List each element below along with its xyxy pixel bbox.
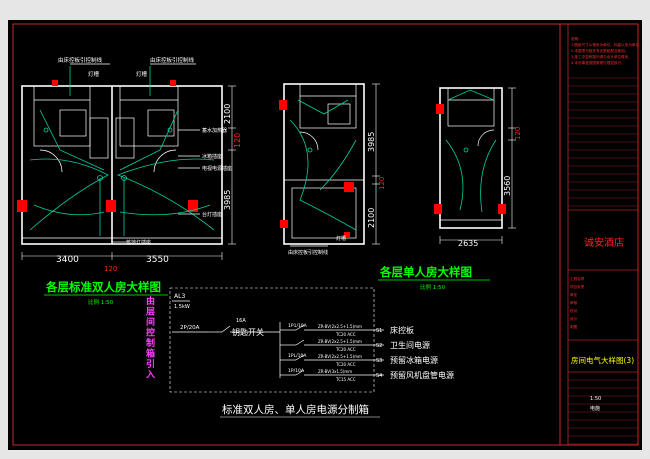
label-floor-socket: 落地灯插座 bbox=[126, 239, 151, 246]
circuit-id: S1 bbox=[376, 328, 382, 334]
main-switch-rating: 16A bbox=[236, 318, 246, 324]
panel-box-name: AL3 bbox=[174, 293, 185, 300]
incoming-breaker: 2P/20A bbox=[180, 325, 200, 331]
distribution-panel: 由层间控制箱引入 AL3 1.5kW 2P/20A 16A 钥匙开关 1P1/1… bbox=[145, 287, 454, 418]
note-line: 说明： bbox=[571, 36, 582, 41]
single-a-dim-upper: 3985 bbox=[367, 132, 376, 152]
note-line: 2.本图须与相关专业图纸配合使用。 bbox=[571, 48, 628, 53]
title-block-label: 工程名称 bbox=[570, 276, 585, 281]
scale-value: 1:50 bbox=[590, 396, 601, 402]
dim-bottom-left: 3400 bbox=[56, 255, 79, 265]
single-a-callout: 由床控板引控制线 bbox=[288, 249, 328, 256]
circuit-breaker: 1P/10A bbox=[288, 368, 305, 374]
circuit-conduit: TC20 ACC bbox=[335, 332, 356, 337]
circuit-load: 床控板 bbox=[390, 325, 414, 335]
title-block-notes: 说明：1.图纸尺寸以毫米为单位，标高以米为单位。2.本图须与相关专业图纸配合使用… bbox=[571, 36, 643, 65]
column-left bbox=[17, 200, 27, 212]
label-lamp-trough-left: 灯槽 bbox=[88, 70, 100, 78]
single-room-scale: 比例 1:50 bbox=[420, 283, 446, 291]
title-block-label: 校对 bbox=[570, 308, 578, 313]
circuit-id: S4 bbox=[376, 373, 382, 379]
circuit-conduit: TC15 ACC bbox=[335, 377, 356, 382]
single-room-b-plan: 120 3560 2635 bbox=[434, 87, 522, 248]
single-a-lamp: 灯槽 bbox=[336, 235, 346, 242]
single-b-dim-upper: 3560 bbox=[503, 176, 512, 196]
label-water-heater: 蓄水加热器 bbox=[202, 127, 227, 134]
single-b-dim-bottom: 2635 bbox=[458, 239, 478, 248]
panel-title: 标准双人房、单人房电源分制箱 bbox=[222, 403, 369, 416]
dim-bottom-right: 3550 bbox=[146, 255, 169, 265]
double-room-plan: 由床控板引控制线 由床控板引控制线 灯槽 灯槽 蓄水加热器 冰箱插座 电视电源插… bbox=[17, 56, 242, 273]
double-room-scale: 比例 1:50 bbox=[88, 298, 114, 306]
circuit-cable: ZR-BV(3x1.5)mm bbox=[318, 369, 352, 374]
note-line: 3.施工中如有疑问请与设计单位联系。 bbox=[571, 54, 632, 59]
circuit-cable: ZR-BV(2x2.5+1.5)mm bbox=[318, 339, 362, 344]
note-line: 1.图纸尺寸以毫米为单位，标高以米为单位。 bbox=[571, 42, 643, 47]
drawing-background bbox=[8, 20, 642, 450]
panel-box-rating: 1.5kW bbox=[174, 304, 190, 310]
single-b-dim-mid: 120 bbox=[514, 127, 522, 140]
panel-feed-label: 由层间控制箱引入 bbox=[145, 295, 155, 381]
circuit-load: 预留冰箱电源 bbox=[390, 355, 438, 365]
panel-outline bbox=[169, 287, 375, 393]
label-desk-socket: 台灯插座 bbox=[202, 211, 222, 218]
sheet-number: 电施 bbox=[590, 405, 600, 412]
note-line: 4.未尽事宜按国家现行规范执行。 bbox=[571, 60, 625, 65]
title-block: 说明：1.图纸尺寸以毫米为单位，标高以米为单位。2.本图须与相关专业图纸配合使用… bbox=[559, 24, 643, 445]
bathroom-left bbox=[33, 85, 91, 147]
column-center bbox=[106, 200, 116, 212]
dim-right-lower: 3985 bbox=[223, 190, 232, 210]
drawing-title: 房间电气大样图(3) bbox=[571, 355, 634, 365]
circuit-load: 卫生间电源 bbox=[390, 340, 430, 350]
circuit-id: S3 bbox=[376, 358, 382, 364]
dim-right-mid: 120 bbox=[233, 133, 242, 148]
label-lamp-trough-right: 灯槽 bbox=[136, 70, 148, 78]
circuit-breaker: 1P1/10A bbox=[288, 323, 308, 329]
label-tv-socket: 电视电源插座 bbox=[202, 165, 232, 172]
title-block-label: 设计 bbox=[570, 316, 578, 321]
title-block-label: 制图 bbox=[570, 324, 578, 329]
single-room-a-plan: 由床控板引控制线 灯槽 3985 120 2100 bbox=[279, 83, 386, 256]
callout-control-left: 由床控板引控制线 bbox=[58, 56, 103, 64]
single-a-dim-lower: 2100 bbox=[367, 208, 376, 228]
bathroom-right bbox=[119, 85, 179, 147]
circuit-cable: ZR-BV(2x2.5+1.5)mm bbox=[318, 354, 362, 359]
circuit-conduit: TC20 ACC bbox=[335, 347, 356, 352]
label-fridge-socket: 冰箱插座 bbox=[202, 153, 222, 160]
sheet-border bbox=[12, 23, 639, 446]
title-block-label: 审核 bbox=[570, 300, 578, 305]
circuit-cable: ZR-BV(2x2.5+1.5)mm bbox=[318, 324, 362, 329]
title-block-label: 项目负责 bbox=[570, 284, 585, 289]
dim-right-upper: 2100 bbox=[223, 104, 232, 124]
project-name: 诚安酒店 bbox=[584, 236, 624, 249]
circuit-breaker: 1PL/10A bbox=[288, 353, 307, 359]
dim-center: 120 bbox=[104, 265, 117, 273]
circuit-load: 预留风机盘管电源 bbox=[390, 370, 454, 380]
column-right bbox=[188, 200, 198, 212]
circuit-id: S2 bbox=[376, 343, 382, 349]
callout-control-right: 由床控板引控制线 bbox=[150, 56, 195, 64]
circuit-conduit: TC20 ACC bbox=[335, 362, 356, 367]
main-switch-label: 钥匙开关 bbox=[232, 327, 264, 337]
single-a-dim-mid: 120 bbox=[378, 177, 386, 190]
double-room-title: 各层标准双人房大样图 bbox=[45, 280, 161, 294]
title-block-label: 审定 bbox=[570, 292, 578, 297]
single-room-title: 各层单人房大样图 bbox=[379, 265, 472, 279]
